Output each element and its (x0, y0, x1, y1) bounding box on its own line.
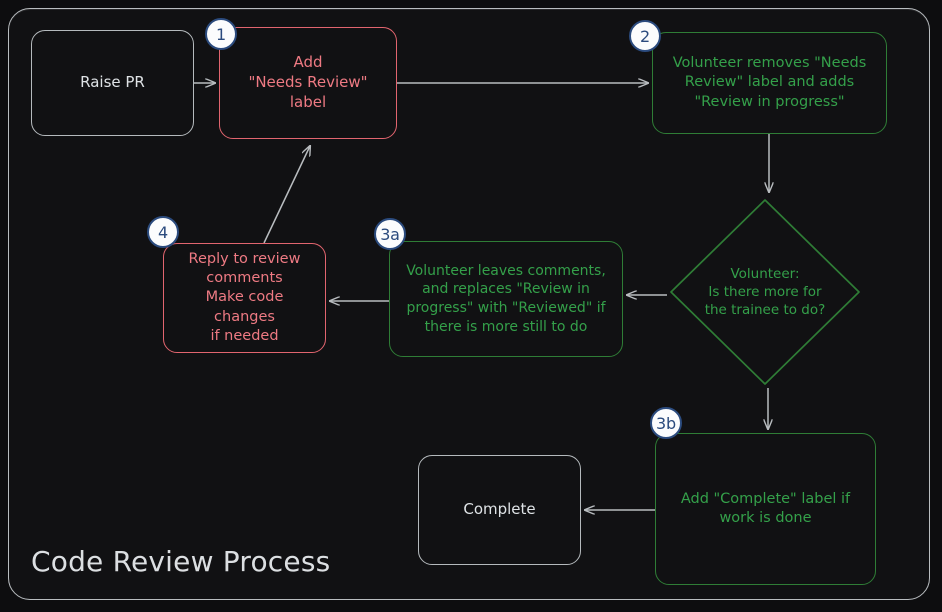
node-reply-to-review-comments-label: Reply to review comments Make code chang… (188, 250, 301, 344)
step-badge-2-text: 2 (640, 26, 650, 46)
node-decision-label: Volunteer: Is there more for the trainee… (704, 265, 826, 319)
page-title: Code Review Process (31, 545, 331, 578)
node-volunteer-removes-label: Volunteer removes "Needs Review" label a… (672, 55, 867, 110)
node-raise-pr-label: Raise PR (80, 73, 145, 92)
node-volunteer-removes[interactable]: Volunteer removes "Needs Review" label a… (652, 32, 887, 134)
node-reply-to-review-comments[interactable]: Reply to review comments Make code chang… (163, 243, 326, 353)
step-badge-2: 2 (629, 20, 661, 52)
node-volunteer-leaves-comments[interactable]: Volunteer leaves comments, and replaces … (389, 241, 623, 357)
node-raise-pr[interactable]: Raise PR (31, 30, 194, 136)
node-complete[interactable]: Complete (418, 455, 581, 565)
step-badge-4-text: 4 (158, 222, 168, 242)
step-badge-3b-text: 3b (656, 413, 676, 433)
node-volunteer-leaves-comments-label: Volunteer leaves comments, and replaces … (406, 262, 606, 335)
step-badge-1: 1 (205, 18, 237, 50)
step-badge-1-text: 1 (216, 24, 226, 44)
step-badge-3a: 3a (374, 218, 406, 250)
step-badge-3a-text: 3a (380, 224, 400, 244)
node-add-needs-review[interactable]: Add "Needs Review" label (219, 27, 397, 139)
step-badge-4: 4 (147, 216, 179, 248)
step-badge-3b: 3b (650, 407, 682, 439)
node-add-complete-label[interactable]: Add "Complete" label if work is done (655, 433, 876, 585)
node-add-needs-review-label: Add "Needs Review" label (248, 53, 368, 111)
diamond-shape (670, 199, 860, 385)
node-add-complete-label-text: Add "Complete" label if work is done (680, 490, 851, 526)
node-complete-label: Complete (463, 500, 536, 519)
node-decision-volunteer-more-work[interactable]: Volunteer: Is there more for the trainee… (667, 196, 863, 388)
